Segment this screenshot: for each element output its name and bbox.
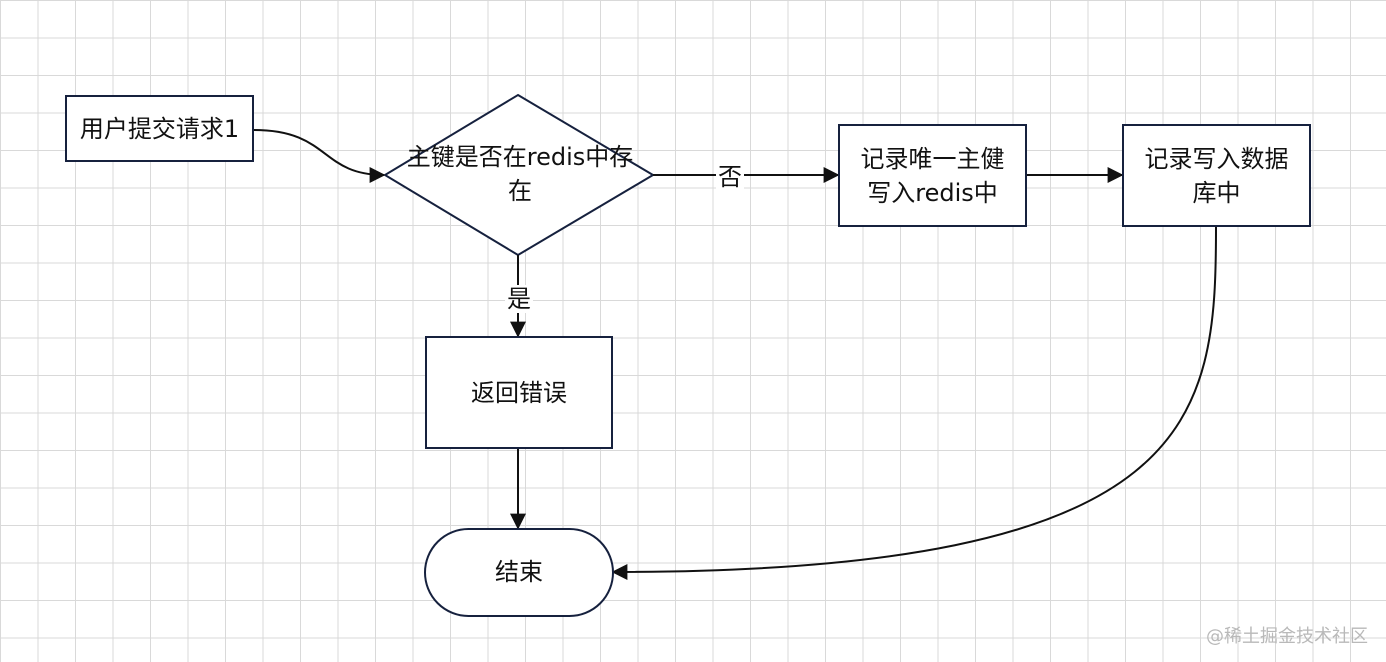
decision-label: 主键是否在redis中存 在: [395, 140, 645, 208]
record-redis-line1: 记录唯一主健: [860, 144, 1005, 173]
decision-label-line1: 主键是否在redis中存: [406, 143, 634, 171]
edge-label-yes: 是: [505, 285, 533, 313]
end-terminal-shape[interactable]: [424, 528, 614, 617]
write-db-line1: 记录写入数据: [1144, 144, 1289, 173]
edge-db-to-end: [611, 226, 1217, 580]
return-error-node[interactable]: 返回错误: [425, 336, 613, 449]
edge-label-no: 否: [716, 163, 744, 191]
end-label: 结束: [495, 558, 543, 586]
record-redis-node[interactable]: 记录唯一主健 写入redis中: [838, 124, 1027, 227]
decision-label-line2: 在: [508, 177, 532, 205]
submit-request-label: 用户提交请求1: [79, 114, 240, 143]
watermark: @稀土掘金技术社区: [1206, 626, 1368, 647]
write-db-line2: 库中: [1192, 178, 1241, 207]
return-error-label: 返回错误: [471, 378, 567, 407]
write-db-node[interactable]: 记录写入数据 库中: [1122, 124, 1311, 227]
submit-request-node[interactable]: 用户提交请求1: [65, 95, 254, 162]
record-redis-line2: 写入redis中: [867, 178, 998, 207]
edge-submit-to-decision: [253, 129, 386, 183]
